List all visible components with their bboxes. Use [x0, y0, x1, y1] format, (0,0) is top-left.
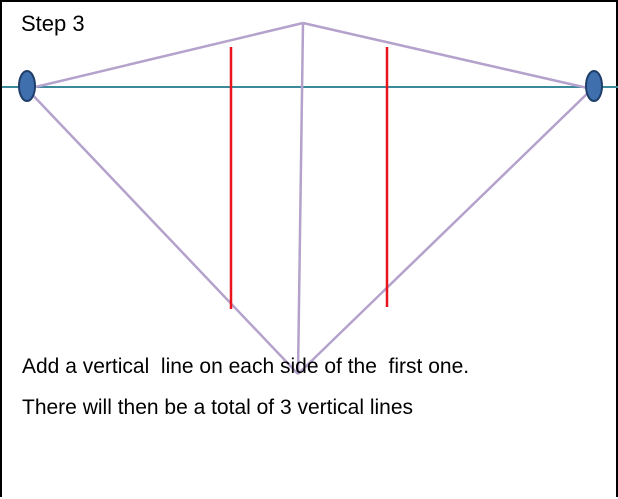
construction-line-top-left: [26, 21, 304, 91]
left-vanishing-point: [18, 70, 36, 102]
instruction-line-2: There will then be a total of 3 vertical…: [22, 396, 414, 419]
construction-line-bottom-right: [297, 88, 593, 375]
center-vertical-line: [296, 22, 305, 375]
right-vanishing-point: [585, 70, 603, 102]
step-title: Step 3: [21, 11, 85, 36]
construction-line-bottom-left: [26, 88, 299, 375]
instruction-line-1: Add a vertical line on each side of the …: [22, 355, 470, 378]
construction-line-top-right: [302, 21, 593, 91]
